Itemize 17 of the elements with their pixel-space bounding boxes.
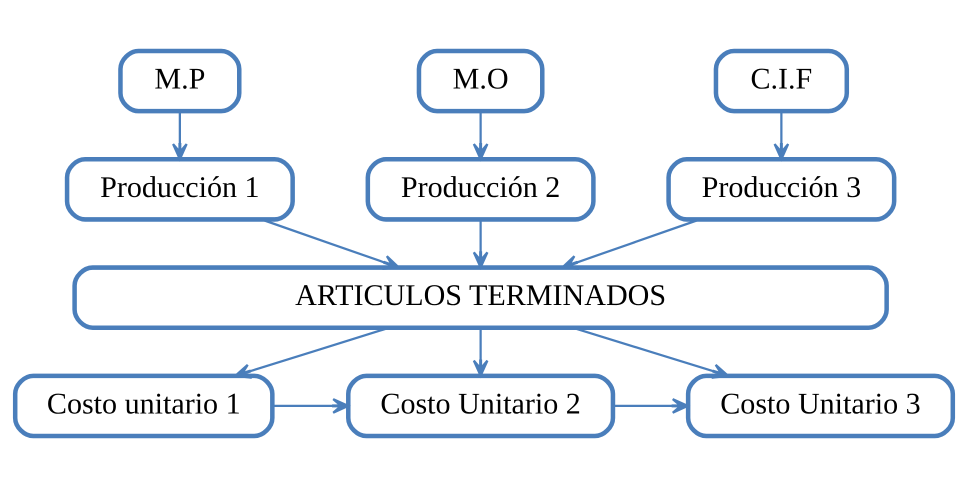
node-box: C.I.F xyxy=(713,48,849,113)
arrow xyxy=(472,110,488,160)
node-box: Costo Unitario 3 xyxy=(685,373,955,438)
arrow xyxy=(171,110,188,160)
node-box: Producción 2 xyxy=(365,156,596,222)
node-box: ARTICULOS TERMINADOS xyxy=(72,264,888,330)
arrow xyxy=(612,398,688,414)
node-box: Costo unitario 1 xyxy=(12,373,274,438)
arrow xyxy=(472,327,488,376)
node-box: Producción 1 xyxy=(64,156,294,222)
node-box: Producción 3 xyxy=(666,156,896,222)
arrow xyxy=(472,219,488,268)
arrow xyxy=(272,398,349,414)
node-box: Costo Unitario 2 xyxy=(346,373,615,438)
arrow xyxy=(772,110,789,160)
node-box: M.P xyxy=(118,48,242,113)
node-box: M.O xyxy=(416,48,544,113)
